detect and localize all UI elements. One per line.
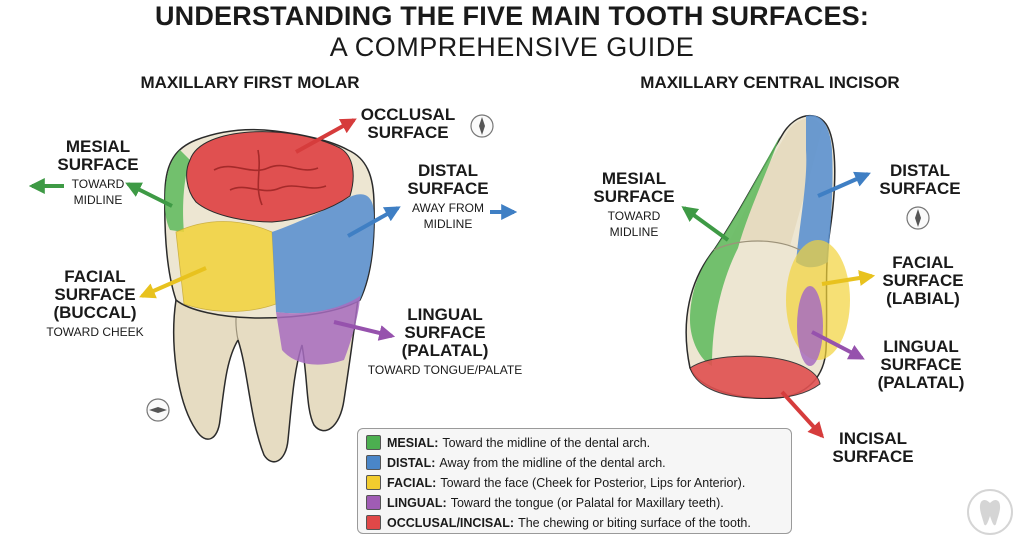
label-line: (BUCCAL): [53, 303, 137, 323]
molar-mesial-label: MESIAL SURFACE TOWARD MIDLINE: [46, 137, 150, 208]
incisor-mesial-arrow: [681, 206, 730, 242]
tooth-logo-icon: [967, 489, 1013, 535]
incisor-lingual-label: LINGUAL SURFACE (PALATAL): [862, 337, 980, 393]
label-line: MESIAL: [65, 137, 131, 156]
legend-swatch-facial: [366, 475, 381, 490]
incisor-heading: MAXILLARY CENTRAL INCISOR: [640, 73, 900, 92]
label-note: TOWARD TONGUE/PALATE: [367, 363, 523, 378]
label-line: DISTAL: [417, 161, 479, 180]
label-line: DISTAL: [889, 161, 951, 180]
label-note: AWAY FROM: [412, 201, 484, 216]
legend-swatch-mesial: [366, 435, 381, 450]
label-line: SURFACE: [57, 155, 139, 175]
legend-term: MESIAL:: [387, 435, 439, 450]
incisor-mesial-label: MESIAL SURFACE TOWARD MIDLINE: [584, 169, 684, 240]
legend-text: Toward the tongue (or Palatal for Maxill…: [450, 495, 724, 510]
legend-row-occlusal-incisal: OCCLUSAL/INCISAL: The chewing or biting …: [366, 513, 751, 532]
legend-text: Away from the midline of the dental arch…: [439, 455, 666, 470]
incisor-mesial-region: [690, 136, 780, 366]
label-line: MESIAL: [601, 169, 667, 188]
molar-distal-label: DISTAL SURFACE AWAY FROM MIDLINE: [396, 161, 500, 232]
molar-mesial-region: [164, 150, 190, 232]
label-line: SURFACE: [880, 355, 962, 375]
legend-text: The chewing or biting surface of the too…: [518, 515, 751, 530]
label-line: INCISAL: [839, 429, 907, 448]
legend-row-distal: DISTAL: Away from the midline of the den…: [366, 453, 666, 472]
molar-lingual-region: [276, 296, 360, 365]
incisor-incisal-arrow: [780, 390, 825, 439]
legend-term: DISTAL:: [387, 455, 436, 470]
incisor-distal-arrow: [817, 171, 871, 198]
incisor-facial-arrow: [821, 270, 876, 286]
molar-lingual-arrow: [333, 320, 396, 341]
molar-occlusal-arrow: [295, 118, 357, 154]
molar-mesial-arrow: [125, 182, 173, 208]
label-line: SURFACE: [593, 187, 675, 207]
label-note: MIDLINE: [423, 216, 473, 231]
legend-swatch-occlusal-incisal: [366, 515, 381, 530]
compass-icon: [906, 206, 930, 230]
label-note: MIDLINE: [609, 224, 659, 239]
legend-box: MESIAL: Toward the midline of the dental…: [357, 428, 792, 534]
label-note: TOWARD: [607, 209, 661, 224]
legend-row-facial: FACIAL: Toward the face (Cheek for Poste…: [366, 473, 745, 492]
label-line: (PALATAL): [877, 373, 965, 393]
label-line: SURFACE: [54, 285, 136, 305]
molar-tooth: [164, 128, 375, 463]
label-note: TOWARD: [71, 177, 125, 192]
label-line: (PALATAL): [401, 341, 489, 361]
legend-text: Toward the face (Cheek for Posterior, Li…: [440, 475, 746, 490]
legend-text: Toward the midline of the dental arch.: [442, 435, 651, 450]
legend-row-mesial: MESIAL: Toward the midline of the dental…: [366, 433, 650, 452]
incisor-tooth: [685, 114, 850, 399]
molar-facial-region: [175, 221, 277, 312]
label-line: OCCLUSAL: [360, 105, 456, 124]
molar-occlusal-region: [186, 131, 354, 223]
molar-distal-region: [272, 194, 374, 314]
main-title-line-1: UNDERSTANDING THE FIVE MAIN TOOTH SURFAC…: [154, 1, 870, 31]
legend-term: LINGUAL:: [387, 495, 447, 510]
molar-heading: MAXILLARY FIRST MOLAR: [140, 73, 360, 92]
label-note: TOWARD CHEEK: [46, 325, 144, 340]
incisor-facial-label: FACIAL SURFACE (LABIAL): [868, 253, 978, 309]
molar-facial-arrow: [139, 266, 207, 299]
incisor-root-shade: [730, 118, 822, 246]
incisor-distal-label: DISTAL SURFACE: [868, 161, 972, 199]
legend-swatch-lingual: [366, 495, 381, 510]
legend-row-lingual: LINGUAL: Toward the tongue (or Palatal f…: [366, 493, 724, 512]
label-line: SURFACE: [832, 447, 914, 467]
incisor-lingual-arrow: [811, 330, 865, 360]
label-line: SURFACE: [879, 179, 961, 199]
label-line: (LABIAL): [886, 289, 960, 309]
main-title-line-2: A COMPREHENSIVE GUIDE: [329, 32, 695, 62]
compass-icon: [470, 114, 494, 138]
label-line: LINGUAL: [407, 305, 483, 324]
label-line: FACIAL: [64, 267, 126, 286]
legend-swatch-distal: [366, 455, 381, 470]
molar-lingual-label: LINGUAL SURFACE (PALATAL) TOWARD TONGUE/…: [362, 305, 528, 379]
molar-distal-arrow: [347, 206, 401, 238]
legend-term: OCCLUSAL/INCISAL:: [387, 515, 515, 530]
label-line: LINGUAL: [883, 337, 959, 356]
label-line: SURFACE: [882, 271, 964, 291]
label-line: SURFACE: [404, 323, 486, 343]
label-line: FACIAL: [892, 253, 954, 272]
incisor-crown-line: [713, 240, 801, 251]
molar-facial-label: FACIAL SURFACE (BUCCAL) TOWARD CHEEK: [30, 267, 160, 341]
incisor-incisal-label: INCISAL SURFACE: [818, 429, 928, 467]
label-line: SURFACE: [367, 123, 449, 143]
label-note: MIDLINE: [73, 192, 123, 207]
molar-occlusal-label: OCCLUSAL SURFACE: [346, 105, 470, 143]
incisor-lingual-region: [797, 286, 823, 366]
legend-term: FACIAL:: [387, 475, 437, 490]
compass-icon: [146, 398, 170, 422]
incisor-distal-region: [796, 115, 833, 268]
label-line: SURFACE: [407, 179, 489, 199]
molar-occlusal-grooves: [213, 149, 327, 206]
incisor-incisal-region: [689, 355, 821, 399]
